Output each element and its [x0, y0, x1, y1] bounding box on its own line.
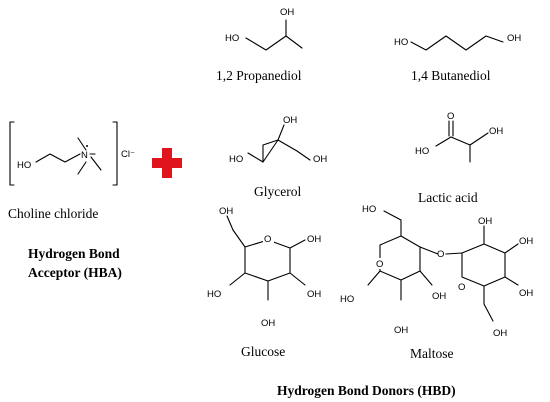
- maltose-structure: O O O HO HO OH OH OH OH OH OH: [340, 204, 533, 339]
- glucose-oh-4: HO: [207, 289, 221, 300]
- hba-title-line1: Hydrogen Bond: [28, 246, 120, 261]
- propanediol-oh-b: OH: [280, 7, 294, 18]
- glycerol-oh-c: OH: [313, 154, 327, 165]
- glucose-structure: O OH OH OH HO OH: [207, 206, 321, 329]
- maltose-oh-6: OH: [519, 236, 533, 247]
- lactic-acid-name: Lactic acid: [418, 190, 478, 205]
- maltose-oh-5: OH: [478, 216, 492, 227]
- butanediol-name: 1,4 Butanediol: [411, 68, 491, 83]
- chloride-label: Cl⁻: [121, 149, 135, 160]
- choline-chloride-structure: HO N Cl⁻: [9, 121, 135, 186]
- choline-chloride-name: Choline chloride: [8, 206, 99, 221]
- glucose-oh-1: OH: [219, 206, 233, 217]
- glycerol-oh-a: HO: [229, 154, 243, 165]
- glycerol-name: Glycerol: [254, 184, 302, 199]
- glucose-oh-2: OH: [307, 234, 321, 245]
- plus-cross-icon: [152, 148, 182, 178]
- glucose-ring-o: O: [264, 234, 271, 245]
- maltose-oh-3: OH: [394, 325, 408, 336]
- lactic-carbonyl-o: O: [447, 111, 454, 122]
- hba-title-line2: Acceptor (HBA): [28, 265, 122, 280]
- nitrogen-label: N: [81, 150, 88, 161]
- butanediol-structure: HO OH: [394, 33, 521, 51]
- glucose-name: Glucose: [241, 344, 286, 359]
- maltose-link-o: O: [437, 249, 444, 260]
- hbd-title: Hydrogen Bond Donors (HBD): [277, 383, 456, 398]
- maltose-oh-2: HO: [340, 294, 354, 305]
- maltose-oh-8: OH: [493, 328, 507, 339]
- choline-oh-label: HO: [17, 160, 31, 171]
- glucose-oh-5: OH: [261, 318, 275, 329]
- lactic-oh: OH: [489, 126, 503, 137]
- lactic-acid-oh: HO: [415, 146, 429, 157]
- maltose-name: Maltose: [410, 346, 454, 361]
- maltose-oh-4: OH: [432, 291, 446, 302]
- glucose-oh-3: OH: [307, 289, 321, 300]
- glycerol-structure: HO OH OH: [229, 115, 327, 165]
- butanediol-oh-a: HO: [394, 37, 408, 48]
- maltose-ring-o-left: O: [376, 259, 383, 270]
- maltose-oh-7: OH: [519, 288, 533, 299]
- propanediol-structure: HO OH: [225, 7, 303, 51]
- maltose-oh-1: HO: [362, 204, 376, 215]
- propanediol-name: 1,2 Propanediol: [216, 68, 302, 83]
- glycerol-oh-b: OH: [283, 115, 297, 126]
- propanediol-oh-a: HO: [225, 33, 239, 44]
- lactic-acid-structure: O HO OH: [415, 111, 503, 163]
- maltose-ring-o-right: O: [458, 282, 465, 293]
- butanediol-oh-b: OH: [507, 33, 521, 44]
